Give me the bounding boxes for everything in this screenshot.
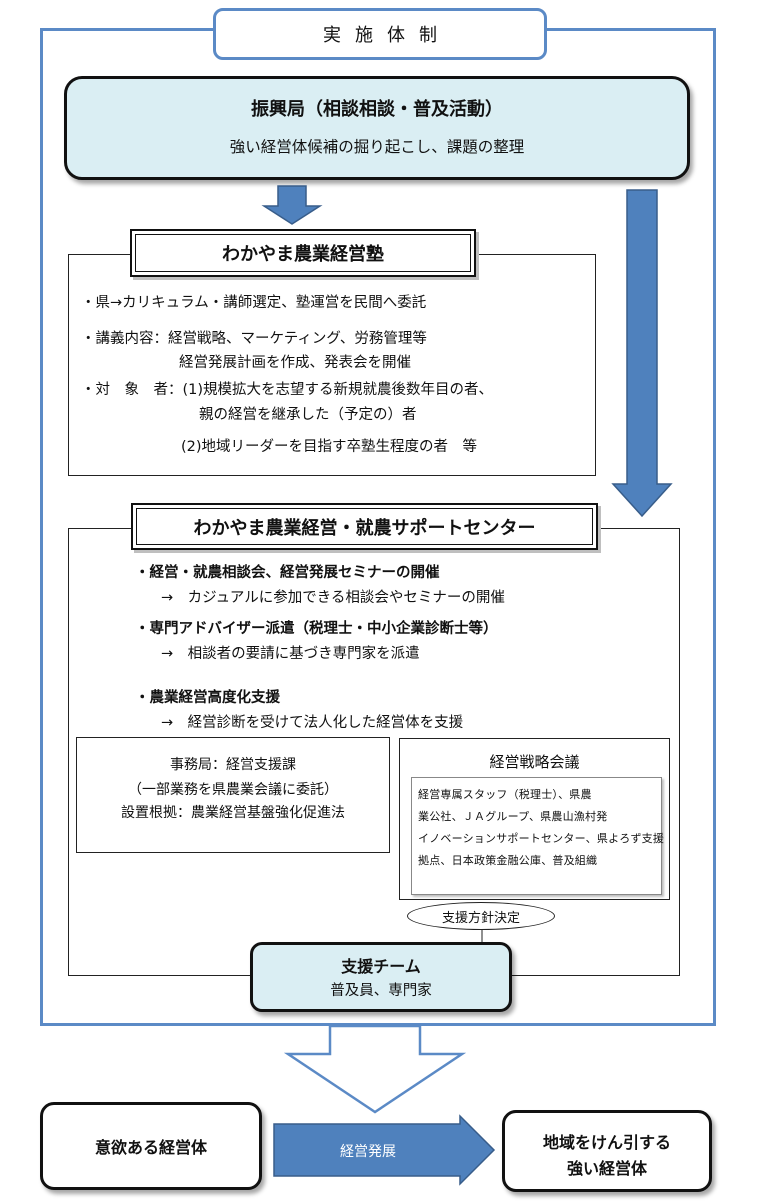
juku-header: わかやま農業経営塾 — [130, 229, 476, 277]
center-item-heading: ・農業経営高度化支援 — [135, 690, 280, 706]
team-title: 支援チーム — [341, 957, 421, 976]
decision-label: 支援方針決定 — [441, 910, 520, 926]
office-box: 事務局：経営支援課 （一部業務を県農業会議に委託） 設置根拠：農業経営基盤強化促… — [76, 737, 390, 853]
bureau-box: 振興局（相談相談・普及活動） 強い経営体候補の掘り起こし、課題の整理 — [64, 76, 690, 180]
leading-farm-line: 地域をけん引する — [542, 1133, 671, 1152]
juku-line: ・対 象 者：(1)規模拡大を志望する新規就農後数年目の者、 — [81, 382, 494, 398]
diagram-title-text: 実施体制 — [323, 25, 451, 46]
juku-line: 経営発展計画を作成、発表会を開催 — [179, 355, 411, 371]
motivated-farm-label: 意欲ある経営体 — [94, 1138, 207, 1157]
center-title: わかやま農業経営・就農サポートセンター — [193, 517, 536, 539]
strategy-line: 業公社、ＪＡグループ、県農山漁村発 — [418, 810, 608, 823]
strategy-line: 経営専属スタッフ（税理士）、県農 — [418, 788, 592, 801]
decision-oval: 支援方針決定 — [407, 902, 555, 930]
arrow-bureau-to-center — [611, 189, 673, 518]
arrow-to-outcomes — [283, 1024, 467, 1114]
juku-panel: ・県→カリキュラム・講師選定、塾運営を民間へ委託 ・講義内容：経営戦略、マーケテ… — [68, 254, 596, 476]
juku-header-inner-border — [135, 234, 471, 272]
strategy-members-box: 経営専属スタッフ（税理士）、県農 業公社、ＪＡグループ、県農山漁村発 イノベーシ… — [411, 777, 665, 895]
support-team-box: 支援チーム 普及員、専門家 — [250, 942, 512, 1012]
juku-line: ・県→カリキュラム・講師選定、塾運営を民間へ委託 — [81, 295, 427, 311]
center-item-heading: ・専門アドバイザー派遣（税理士・中小企業診断士等） — [135, 621, 498, 637]
bureau-subtitle: 強い経営体候補の掘り起こし、課題の整理 — [229, 138, 525, 156]
juku-title: わかやま農業経営塾 — [222, 244, 384, 265]
leading-farm-box: 地域をけん引する 強い経営体 — [502, 1110, 712, 1192]
development-label: 経営発展 — [340, 1144, 396, 1160]
team-subtitle: 普及員、専門家 — [330, 983, 432, 999]
juku-line: 親の経営を継承した（予定の）者 — [199, 407, 417, 423]
office-line: 設置根拠：農業経営基盤強化促進法 — [121, 805, 345, 821]
diagram-title: 実施体制 — [213, 8, 547, 60]
juku-line: (2)地域リーダーを目指す卒塾生程度の者 等 — [181, 439, 478, 455]
center-item-detail: → 経営診断を受けて法人化した経営体を支援 — [161, 715, 464, 731]
juku-line: ・講義内容：経営戦略、マーケティング、労務管理等 — [81, 331, 427, 347]
strategy-line: 拠点、日本政策金融公庫、普及組織 — [418, 854, 598, 867]
motivated-farm-box: 意欲ある経営体 — [40, 1102, 262, 1190]
office-line: 事務局：経営支援課 — [170, 757, 296, 773]
center-item-heading: ・経営・就農相談会、経営発展セミナーの開催 — [135, 565, 440, 581]
center-item-detail: → カジュアルに参加できる相談会やセミナーの開催 — [161, 590, 505, 606]
arrow-development — [273, 1114, 496, 1186]
arrow-bureau-to-juku — [261, 185, 323, 225]
bureau-title: 振興局（相談相談・普及活動） — [251, 99, 503, 120]
office-line: （一部業務を県農業会議に委託） — [128, 782, 338, 798]
center-item-detail: → 相談者の要請に基づき専門家を派遣 — [161, 646, 420, 662]
leading-farm-line: 強い経営体 — [566, 1159, 647, 1178]
center-header-inner-border — [136, 508, 593, 545]
strategy-box: 経営戦略会議 経営専属スタッフ（税理士）、県農 業公社、ＪＡグループ、県農山漁村… — [399, 738, 670, 900]
center-header: わかやま農業経営・就農サポートセンター — [131, 503, 598, 550]
strategy-line: イノベーションサポートセンター、県よろず支援 — [418, 832, 665, 845]
strategy-title: 経営戦略会議 — [489, 753, 580, 771]
